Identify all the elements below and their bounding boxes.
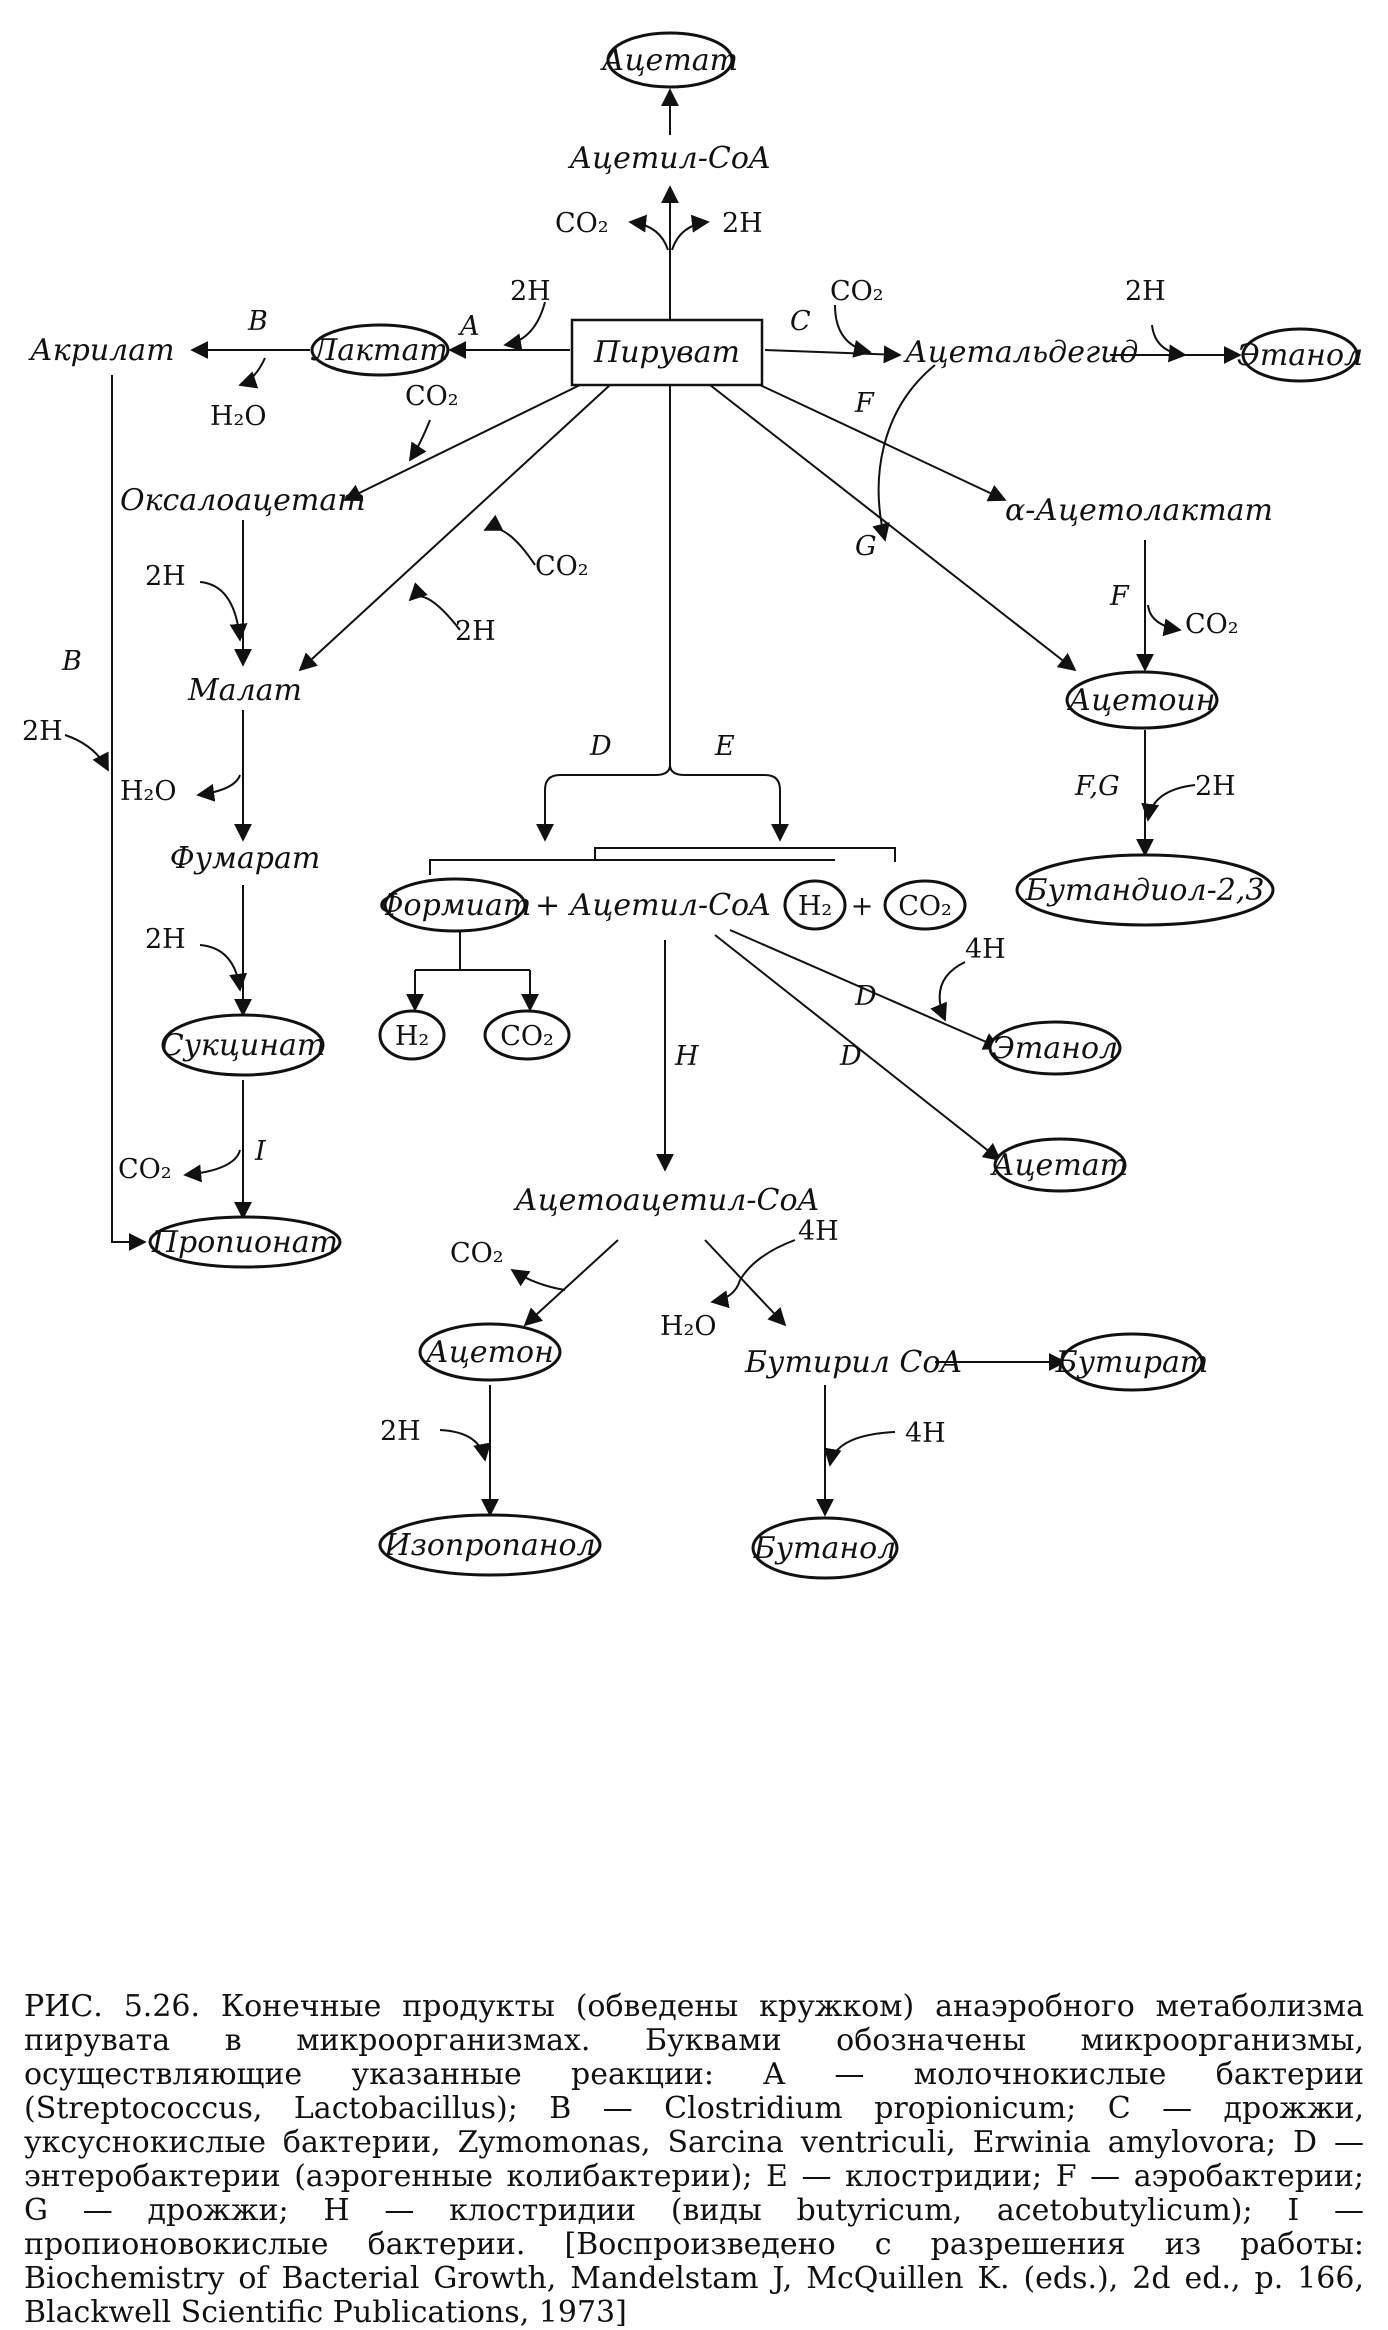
svg-text:H₂: H₂ <box>798 891 832 922</box>
svg-text:Бутират: Бутират <box>1055 1345 1209 1380</box>
svg-text:Сукцинат: Сукцинат <box>161 1028 326 1063</box>
svg-text:Изопропанол: Изопропанол <box>383 1528 595 1563</box>
node-butyrate: Бутират <box>1055 1332 1209 1392</box>
svg-text:B: B <box>61 646 82 677</box>
node-formate: Формиат <box>379 877 532 933</box>
svg-text:CO₂: CO₂ <box>898 891 952 922</box>
svg-text:F: F <box>1109 581 1130 612</box>
figure-caption: РИС. 5.26. Конечные продукты (обведены к… <box>24 1989 1364 2330</box>
svg-text:CO₂: CO₂ <box>555 208 609 239</box>
svg-text:2H: 2H <box>722 208 763 239</box>
node-succinate: Сукцинат <box>161 1013 326 1077</box>
svg-text:Ацетат: Ацетат <box>990 1148 1128 1183</box>
plus-sign: + <box>851 891 874 922</box>
svg-text:CO₂: CO₂ <box>535 551 589 582</box>
svg-text:B: B <box>247 306 268 337</box>
node-ethanol-top: Этанол <box>1237 327 1363 383</box>
node-acetaldehyde: Ацетальдегид <box>903 335 1138 370</box>
node-butanediol: Бутандиол-2,3 <box>1015 853 1275 927</box>
svg-text:Бутанол: Бутанол <box>753 1531 897 1566</box>
node-acetone: Ацетон <box>418 1322 562 1382</box>
node-h2-mid: H₂ <box>783 879 847 931</box>
node-co2-low: CO₂ <box>483 1009 571 1061</box>
svg-text:Ацетон: Ацетон <box>424 1335 554 1370</box>
svg-text:D: D <box>854 981 877 1012</box>
svg-text:2H: 2H <box>145 924 186 955</box>
svg-text:H₂O: H₂O <box>210 401 267 432</box>
svg-text:H₂: H₂ <box>395 1021 429 1052</box>
svg-text:CO₂: CO₂ <box>118 1154 172 1185</box>
svg-text:CO₂: CO₂ <box>405 381 459 412</box>
svg-text:Формиат: Формиат <box>379 888 532 923</box>
svg-text:D: D <box>839 1041 862 1072</box>
svg-text:I: I <box>254 1136 267 1167</box>
svg-text:4H: 4H <box>905 1418 946 1449</box>
node-acetate-top: Ацетат <box>600 31 738 89</box>
node-acrylate: Акрилат <box>28 333 175 368</box>
node-malate: Малат <box>187 673 302 708</box>
node-isopropanol: Изопропанол <box>378 1513 602 1577</box>
metabolic-pathway-diagram: Ацетат Ацетил-CoA Пируват Лактат Акрилат… <box>22 31 1363 1580</box>
svg-text:2H: 2H <box>1125 276 1166 307</box>
svg-text:Бутандиол-2,3: Бутандиол-2,3 <box>1025 873 1265 908</box>
node-fumarate: Фумарат <box>170 841 321 876</box>
svg-text:E: E <box>714 731 735 762</box>
node-oxaloacetate: Оксалоацетат <box>120 483 366 518</box>
reaction-arrows <box>111 88 1242 1517</box>
node-propionate: Пропионат <box>148 1215 342 1269</box>
svg-text:2H: 2H <box>380 1416 421 1447</box>
svg-text:CO₂: CO₂ <box>500 1021 554 1052</box>
svg-text:Пропионат: Пропионат <box>151 1225 338 1260</box>
svg-text:2H: 2H <box>145 561 186 592</box>
cofactor-arrows <box>64 214 1196 1467</box>
node-ethanol-mid: Этанол <box>988 1020 1122 1076</box>
node-h2-low: H₂ <box>378 1009 446 1061</box>
svg-text:Этанол: Этанол <box>1237 338 1363 373</box>
svg-text:F,G: F,G <box>1074 771 1120 802</box>
node-lactate: Лактат <box>310 323 450 377</box>
svg-text:2H: 2H <box>455 616 496 647</box>
node-acetoacetyl-coa: Ацетоацетил-CoA <box>513 1183 819 1218</box>
svg-text:2H: 2H <box>22 716 63 747</box>
node-acetyl-coa-mid: + Ацетил-CoA + <box>535 888 805 923</box>
node-acetoin: Ацетоин <box>1065 670 1219 730</box>
svg-text:4H: 4H <box>965 934 1006 965</box>
node-acetyl-coa-top: Ацетил-CoA <box>567 141 770 176</box>
svg-text:2H: 2H <box>510 276 551 307</box>
svg-text:Ацетоин: Ацетоин <box>1067 683 1216 718</box>
node-co2-mid: CO₂ <box>883 879 967 931</box>
organism-letters: A B B C F F F,G G D E D D H I <box>61 306 1130 1167</box>
svg-text:A: A <box>457 311 480 342</box>
svg-text:CO₂: CO₂ <box>450 1238 504 1269</box>
svg-text:H₂O: H₂O <box>660 1311 717 1342</box>
svg-text:G: G <box>855 531 877 562</box>
svg-text:CO₂: CO₂ <box>830 276 884 307</box>
svg-text:Ацетат: Ацетат <box>600 43 738 78</box>
svg-text:H₂O: H₂O <box>120 776 177 807</box>
node-alpha-acetolactate: α-Ацетолактат <box>1005 493 1273 528</box>
node-acetate-mid: Ацетат <box>990 1137 1128 1193</box>
svg-text:2H: 2H <box>1195 771 1236 802</box>
svg-text:Этанол: Этанол <box>992 1031 1118 1066</box>
svg-text:CO₂: CO₂ <box>1185 609 1239 640</box>
svg-text:Лактат: Лактат <box>310 333 448 368</box>
svg-text:F: F <box>854 388 875 419</box>
svg-text:4H: 4H <box>798 1216 839 1247</box>
cofactor-labels: CO₂ 2H 2H CO₂ 2H H₂O CO₂ 2H CO₂ 2H CO₂ 2… <box>22 208 1239 1449</box>
svg-text:H: H <box>674 1041 699 1072</box>
svg-text:D: D <box>589 731 612 762</box>
svg-text:C: C <box>790 306 811 337</box>
svg-text:Пируват: Пируват <box>593 335 740 370</box>
node-pyruvate: Пируват <box>570 318 764 387</box>
node-butanol: Бутанол <box>751 1516 899 1580</box>
node-butyryl-coa: Бутирил CoA <box>744 1345 962 1380</box>
